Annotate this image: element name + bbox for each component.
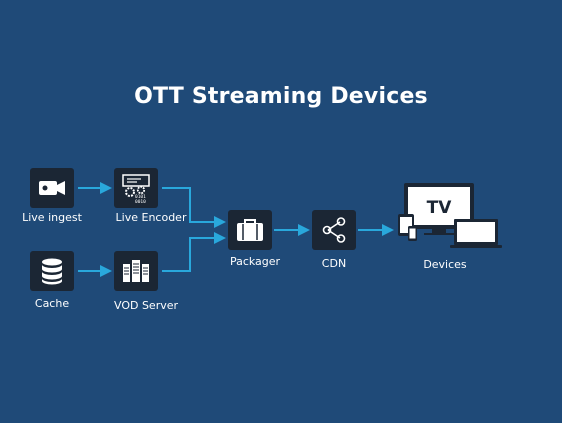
cdn-label: CDN [321,257,347,270]
live-encoder-node: 0101 0010 [114,168,158,208]
live-ingest-label: Live ingest [22,211,82,224]
devices-label: Devices [423,258,467,271]
cdn-node [312,210,356,250]
svg-text:0010: 0010 [135,199,146,203]
cache-node [30,251,74,291]
tv-screen-label: TV [427,198,453,218]
share-network-icon [322,217,346,243]
video-camera-icon [39,181,65,195]
vod-server-label: VOD Server [113,299,179,312]
arrow-encoder-to-packager [162,187,226,228]
live-ingest-node [30,168,74,208]
cache-label: Cache [34,297,70,310]
packager-node [228,210,272,250]
diagram-title: OTT Streaming Devices [134,84,428,109]
vod-server-node [114,251,158,291]
svg-text:0101: 0101 [135,194,146,200]
arrow-vod-to-packager [162,232,226,272]
encoder-icon: 0101 0010 [122,174,150,203]
devices-icon: TV [398,183,502,248]
live-encoder-label: Live Encoder [115,211,187,224]
server-rack-icon [123,260,149,282]
database-icon [42,258,62,285]
briefcase-icon [237,219,263,241]
packager-label: Packager [229,255,281,268]
